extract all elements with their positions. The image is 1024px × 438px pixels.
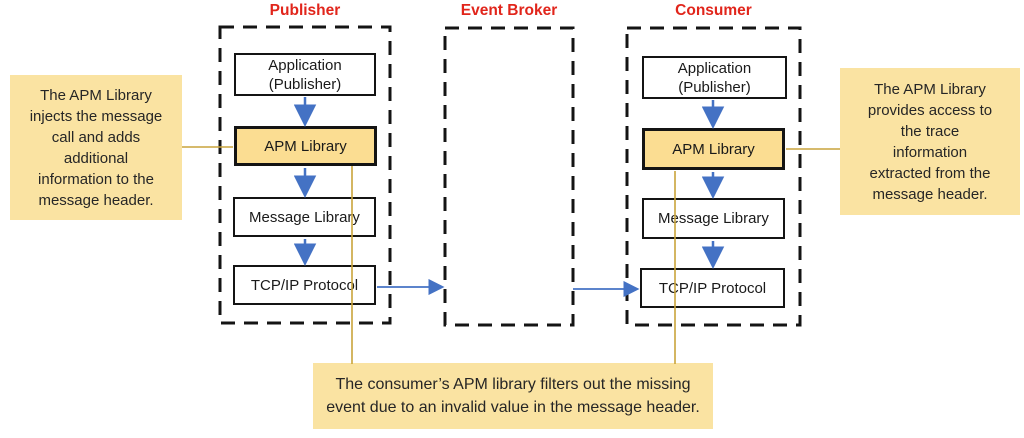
- publisher-tcpip-protocol-box: TCP/IP Protocol: [233, 265, 376, 305]
- note-publisher-apm-injects: The APM Library injects the message call…: [10, 75, 182, 220]
- event-broker-column-title: Event Broker: [460, 2, 558, 19]
- note-consumer-apm-filters: The consumer’s APM library filters out t…: [313, 363, 713, 429]
- consumer-message-library-box: Message Library: [642, 198, 785, 239]
- consumer-application-box: Application (Publisher): [642, 56, 787, 99]
- publisher-column-title: Publisher: [269, 2, 341, 19]
- consumer-apm-library-box: APM Library: [642, 128, 785, 170]
- consumer-column-title: Consumer: [675, 2, 752, 19]
- publisher-message-library-box: Message Library: [233, 197, 376, 237]
- publisher-application-box: Application (Publisher): [234, 53, 376, 96]
- note-consumer-apm-provides: The APM Library provides access to the t…: [840, 68, 1020, 215]
- event-broker-dashed-container: [443, 26, 575, 327]
- publisher-apm-library-box: APM Library: [234, 126, 377, 166]
- consumer-tcpip-protocol-box: TCP/IP Protocol: [640, 268, 785, 308]
